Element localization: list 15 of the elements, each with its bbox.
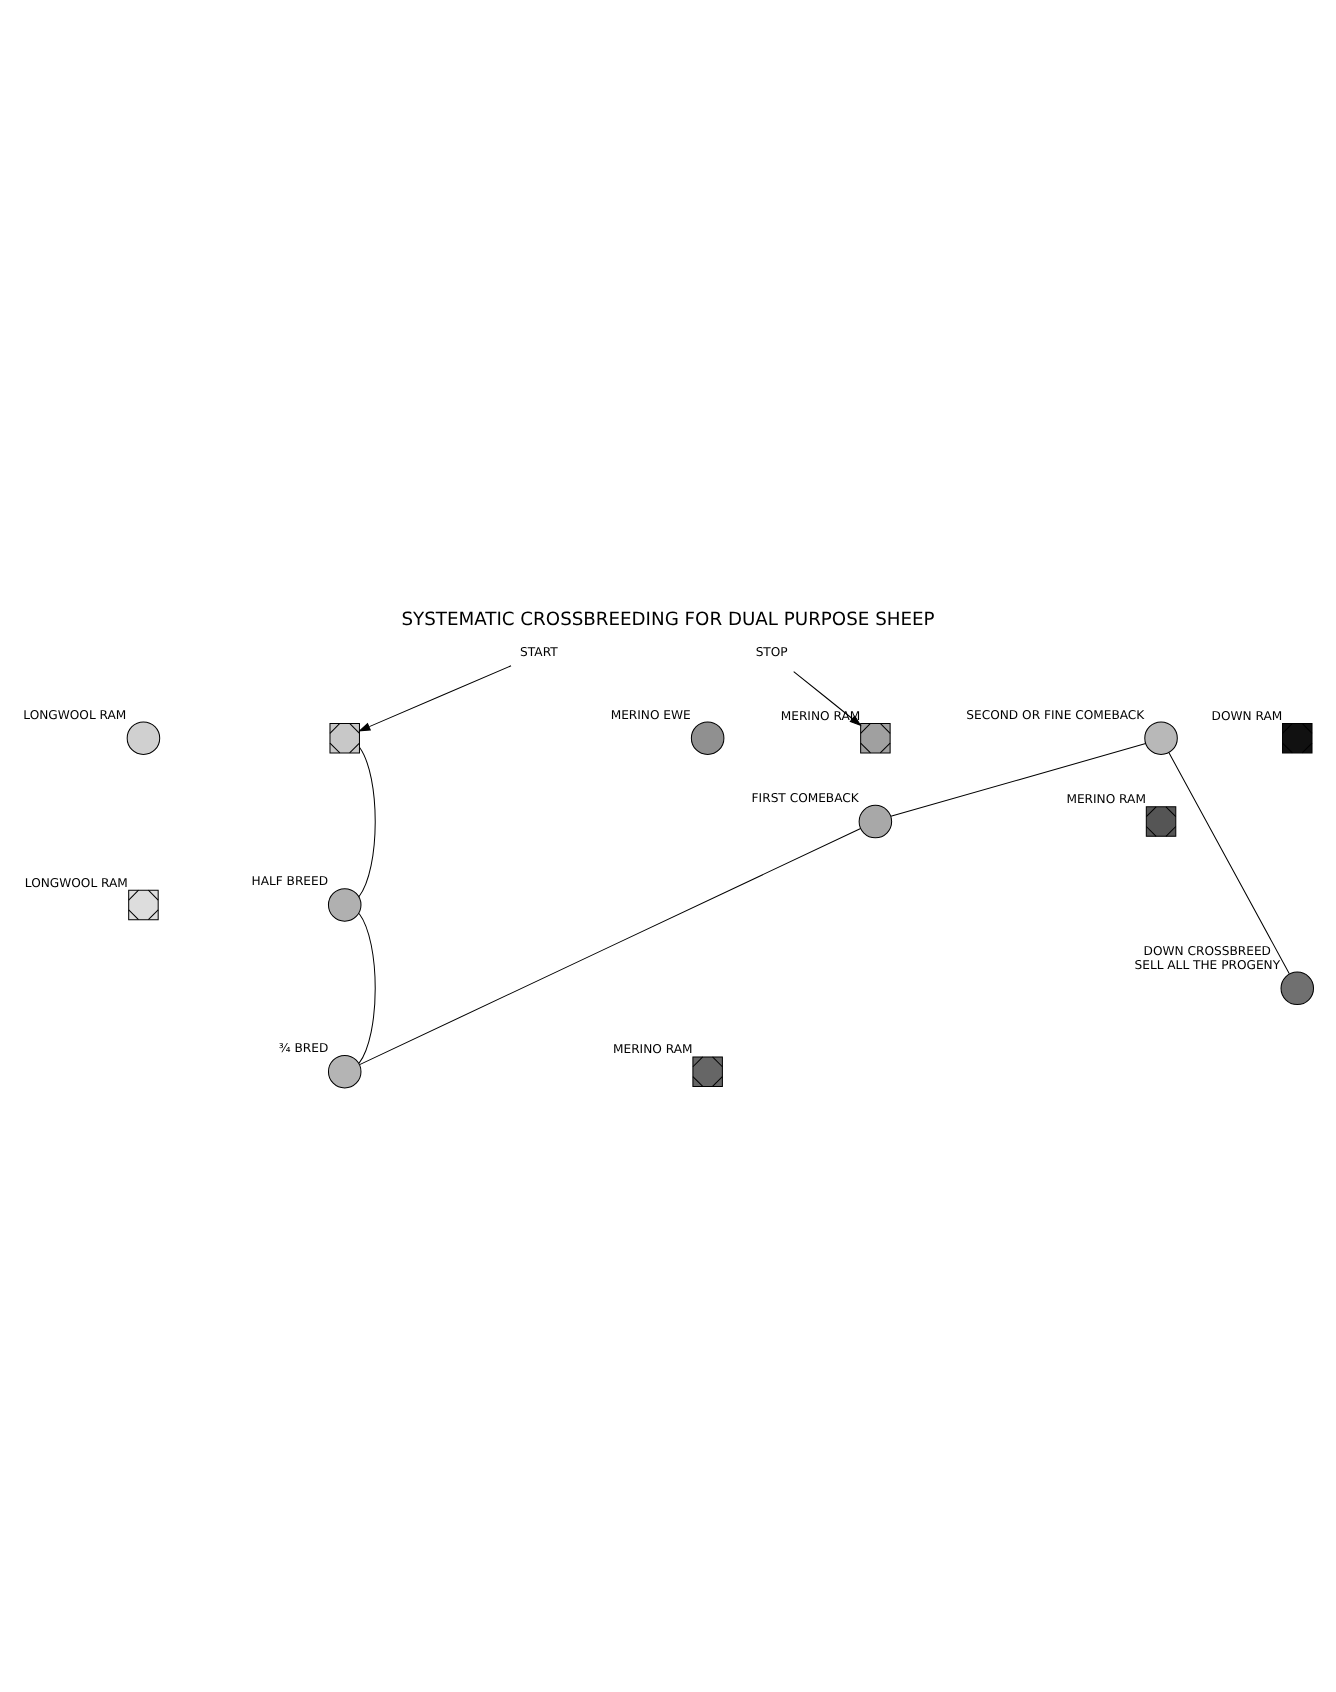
connector xyxy=(1168,751,1290,974)
connector xyxy=(890,742,1147,816)
connector xyxy=(358,745,376,897)
diagram-title: SYSTEMATIC CROSSBREEDING FOR DUAL PURPOSE SHEEP xyxy=(401,609,935,630)
node-circle xyxy=(126,720,161,754)
arrow xyxy=(358,664,512,731)
node-circle xyxy=(690,720,725,754)
node-circle xyxy=(1280,970,1315,1005)
node-circle xyxy=(1144,720,1178,754)
node-circle xyxy=(327,1053,362,1088)
node-circle xyxy=(858,803,893,838)
node-circle xyxy=(327,887,362,921)
arrow xyxy=(793,670,862,726)
connector xyxy=(358,911,376,1063)
connector xyxy=(359,827,862,1065)
